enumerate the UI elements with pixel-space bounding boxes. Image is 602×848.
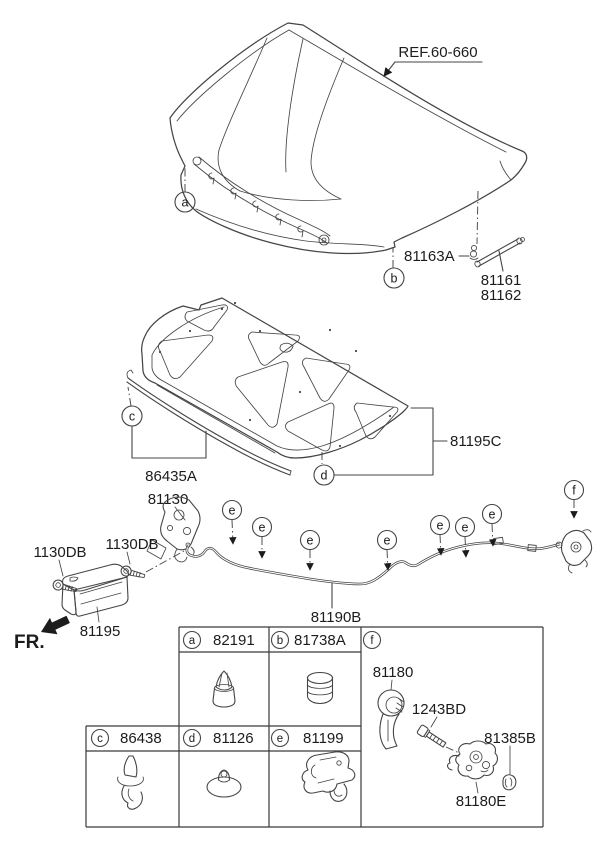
hood-outline [169, 22, 528, 255]
release-cable-drawing [185, 536, 561, 586]
table-a-letter: a [189, 635, 196, 647]
table-d-part: 81126 [213, 730, 254, 747]
callout-f-letter: f [572, 484, 576, 498]
f-cell-contents: 81180 1243BD [373, 664, 536, 810]
callout-e-letter: e [259, 521, 266, 535]
table-e-part: 81199 [303, 730, 344, 747]
bolt-left-label: 1130DB [33, 544, 86, 561]
callout-e-6: e [454, 516, 476, 558]
lever-81180-part [377, 689, 405, 750]
weatherstrip-drawing [126, 369, 292, 476]
hood-front-strip [192, 156, 331, 246]
grommet-81126-icon [206, 769, 242, 798]
callout-d-letter: d [321, 469, 328, 483]
pad-inner-outline [151, 306, 395, 451]
table-header-a: a 82191 [182, 630, 255, 650]
callout-e-letter: e [229, 504, 236, 518]
strip-clips [208, 172, 304, 238]
bolt-1243BD-part [416, 724, 447, 748]
table-header-b: b 81738A [270, 630, 346, 650]
strip-label: 86435A [145, 468, 197, 485]
callout-e-3: e [299, 529, 321, 571]
pad-fastener-dots [158, 301, 392, 448]
hood-scoop-bottom [239, 190, 342, 201]
hood-crease-right [310, 57, 345, 200]
nut-81385B-part [502, 774, 517, 791]
table-d-letter: d [189, 733, 195, 745]
lever-label: 81180 [373, 664, 414, 681]
strut-clip-label: 81163A [404, 248, 455, 265]
release-handle-part [61, 563, 130, 617]
lifter-label-upper: 81161 [481, 272, 522, 289]
latch-sub-label: 81180E [456, 793, 507, 810]
callout-e-letter: e [489, 508, 496, 522]
hood-hinge-part [146, 496, 201, 563]
callout-e-2: e [251, 516, 273, 559]
callout-e-4: e [376, 529, 398, 571]
callout-e-letter: e [462, 521, 469, 535]
bolt-right-label: 1130DB [105, 536, 158, 553]
cushion-81738A-icon [306, 671, 334, 705]
fr-label: FR. [14, 632, 45, 653]
latch-81180E-part [447, 740, 498, 780]
callout-e-5: e [429, 514, 451, 556]
pad-recess-shapes [157, 304, 399, 452]
hood-crease-middle [285, 38, 304, 173]
table-header-c: c 86438 [90, 728, 162, 748]
bolt-label: 1243BD [412, 701, 466, 718]
callout-c: c 86435A [121, 386, 207, 485]
callout-d: d 81195C [313, 407, 502, 486]
table-c-part: 86438 [120, 730, 162, 747]
table-header-d: d 81126 [182, 728, 254, 748]
pad-label: 81195C [450, 433, 502, 450]
secondary-latch-part [555, 529, 593, 574]
hood-right-fold-line [499, 160, 512, 181]
hood-lifter-group: 81163A 81161 81162 [404, 190, 525, 304]
callout-e-7: e [481, 503, 503, 547]
table-b-part: 81738A [294, 632, 346, 649]
ref-label: REF.60-660 [398, 44, 477, 61]
pad-outline [141, 297, 409, 459]
strut-clip-part [469, 244, 479, 260]
table-f-letter: f [370, 635, 374, 647]
callout-b: b [383, 247, 405, 289]
callout-e-letter: e [307, 534, 314, 548]
bumper-82191-icon [212, 670, 236, 708]
hood-panel-drawing [169, 22, 528, 255]
callout-f: f [563, 479, 585, 519]
callout-a: a [174, 167, 196, 213]
callout-e-letter: e [437, 519, 444, 533]
fr-direction: FR. [14, 615, 70, 653]
bolt-right-part [120, 565, 146, 578]
handle-label: 81195 [80, 623, 121, 640]
clip-86438-icon [117, 755, 144, 810]
cable-clip-81199-icon [301, 751, 356, 802]
table-header-e: e 81199 [270, 728, 344, 748]
legend-table: a 82191 b 81738A f c 86438 d 81126 e [85, 626, 544, 828]
nut-label: 81385B [484, 730, 536, 747]
cable-label: 81190B [311, 609, 362, 626]
callout-e-letter: e [384, 534, 391, 548]
lifter-label-lower: 81162 [481, 287, 522, 304]
callout-a-letter: a [182, 196, 189, 210]
table-c-letter: c [97, 733, 103, 745]
hood-inner-right-line [288, 29, 507, 153]
table-header-f: f [362, 630, 382, 650]
hood-crease-left [217, 37, 268, 192]
hood-front-fold-line [195, 208, 385, 248]
fr-arrow-icon [41, 615, 70, 635]
hood-inner-left-line [176, 29, 290, 122]
table-b-letter: b [277, 635, 283, 647]
insulation-pad-drawing [141, 297, 409, 459]
callout-c-letter: c [129, 410, 135, 424]
callout-b-letter: b [391, 272, 398, 286]
table-a-part: 82191 [213, 632, 255, 649]
callout-e-1: e [221, 499, 243, 545]
table-e-letter: e [277, 733, 283, 745]
ref-callout: REF.60-660 [383, 44, 483, 77]
